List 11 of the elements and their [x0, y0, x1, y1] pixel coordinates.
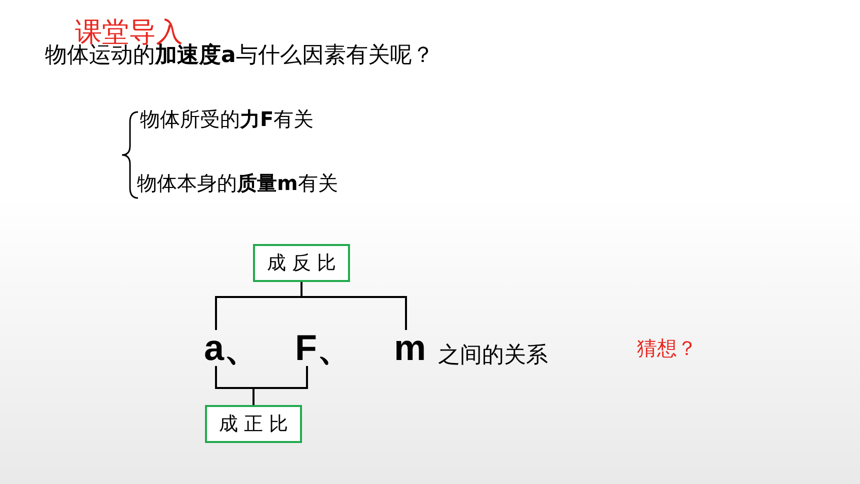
- hypothesis-text: 物体本身的质量m有关: [137, 170, 338, 197]
- variable-letter: F、: [295, 330, 353, 366]
- relation-text: 之间的关系: [438, 342, 548, 370]
- ratio-box: 成 反 比: [253, 244, 350, 282]
- ratio-box: 成 正 比: [205, 405, 302, 443]
- variable-letter: m: [394, 330, 426, 366]
- bracket-line: [252, 366, 308, 405]
- bracket-line: [300, 282, 407, 330]
- variable-letter: a、: [204, 330, 260, 366]
- guess-text: 猜想？: [637, 335, 697, 362]
- hypothesis-text: 物体所受的力F有关: [140, 106, 314, 133]
